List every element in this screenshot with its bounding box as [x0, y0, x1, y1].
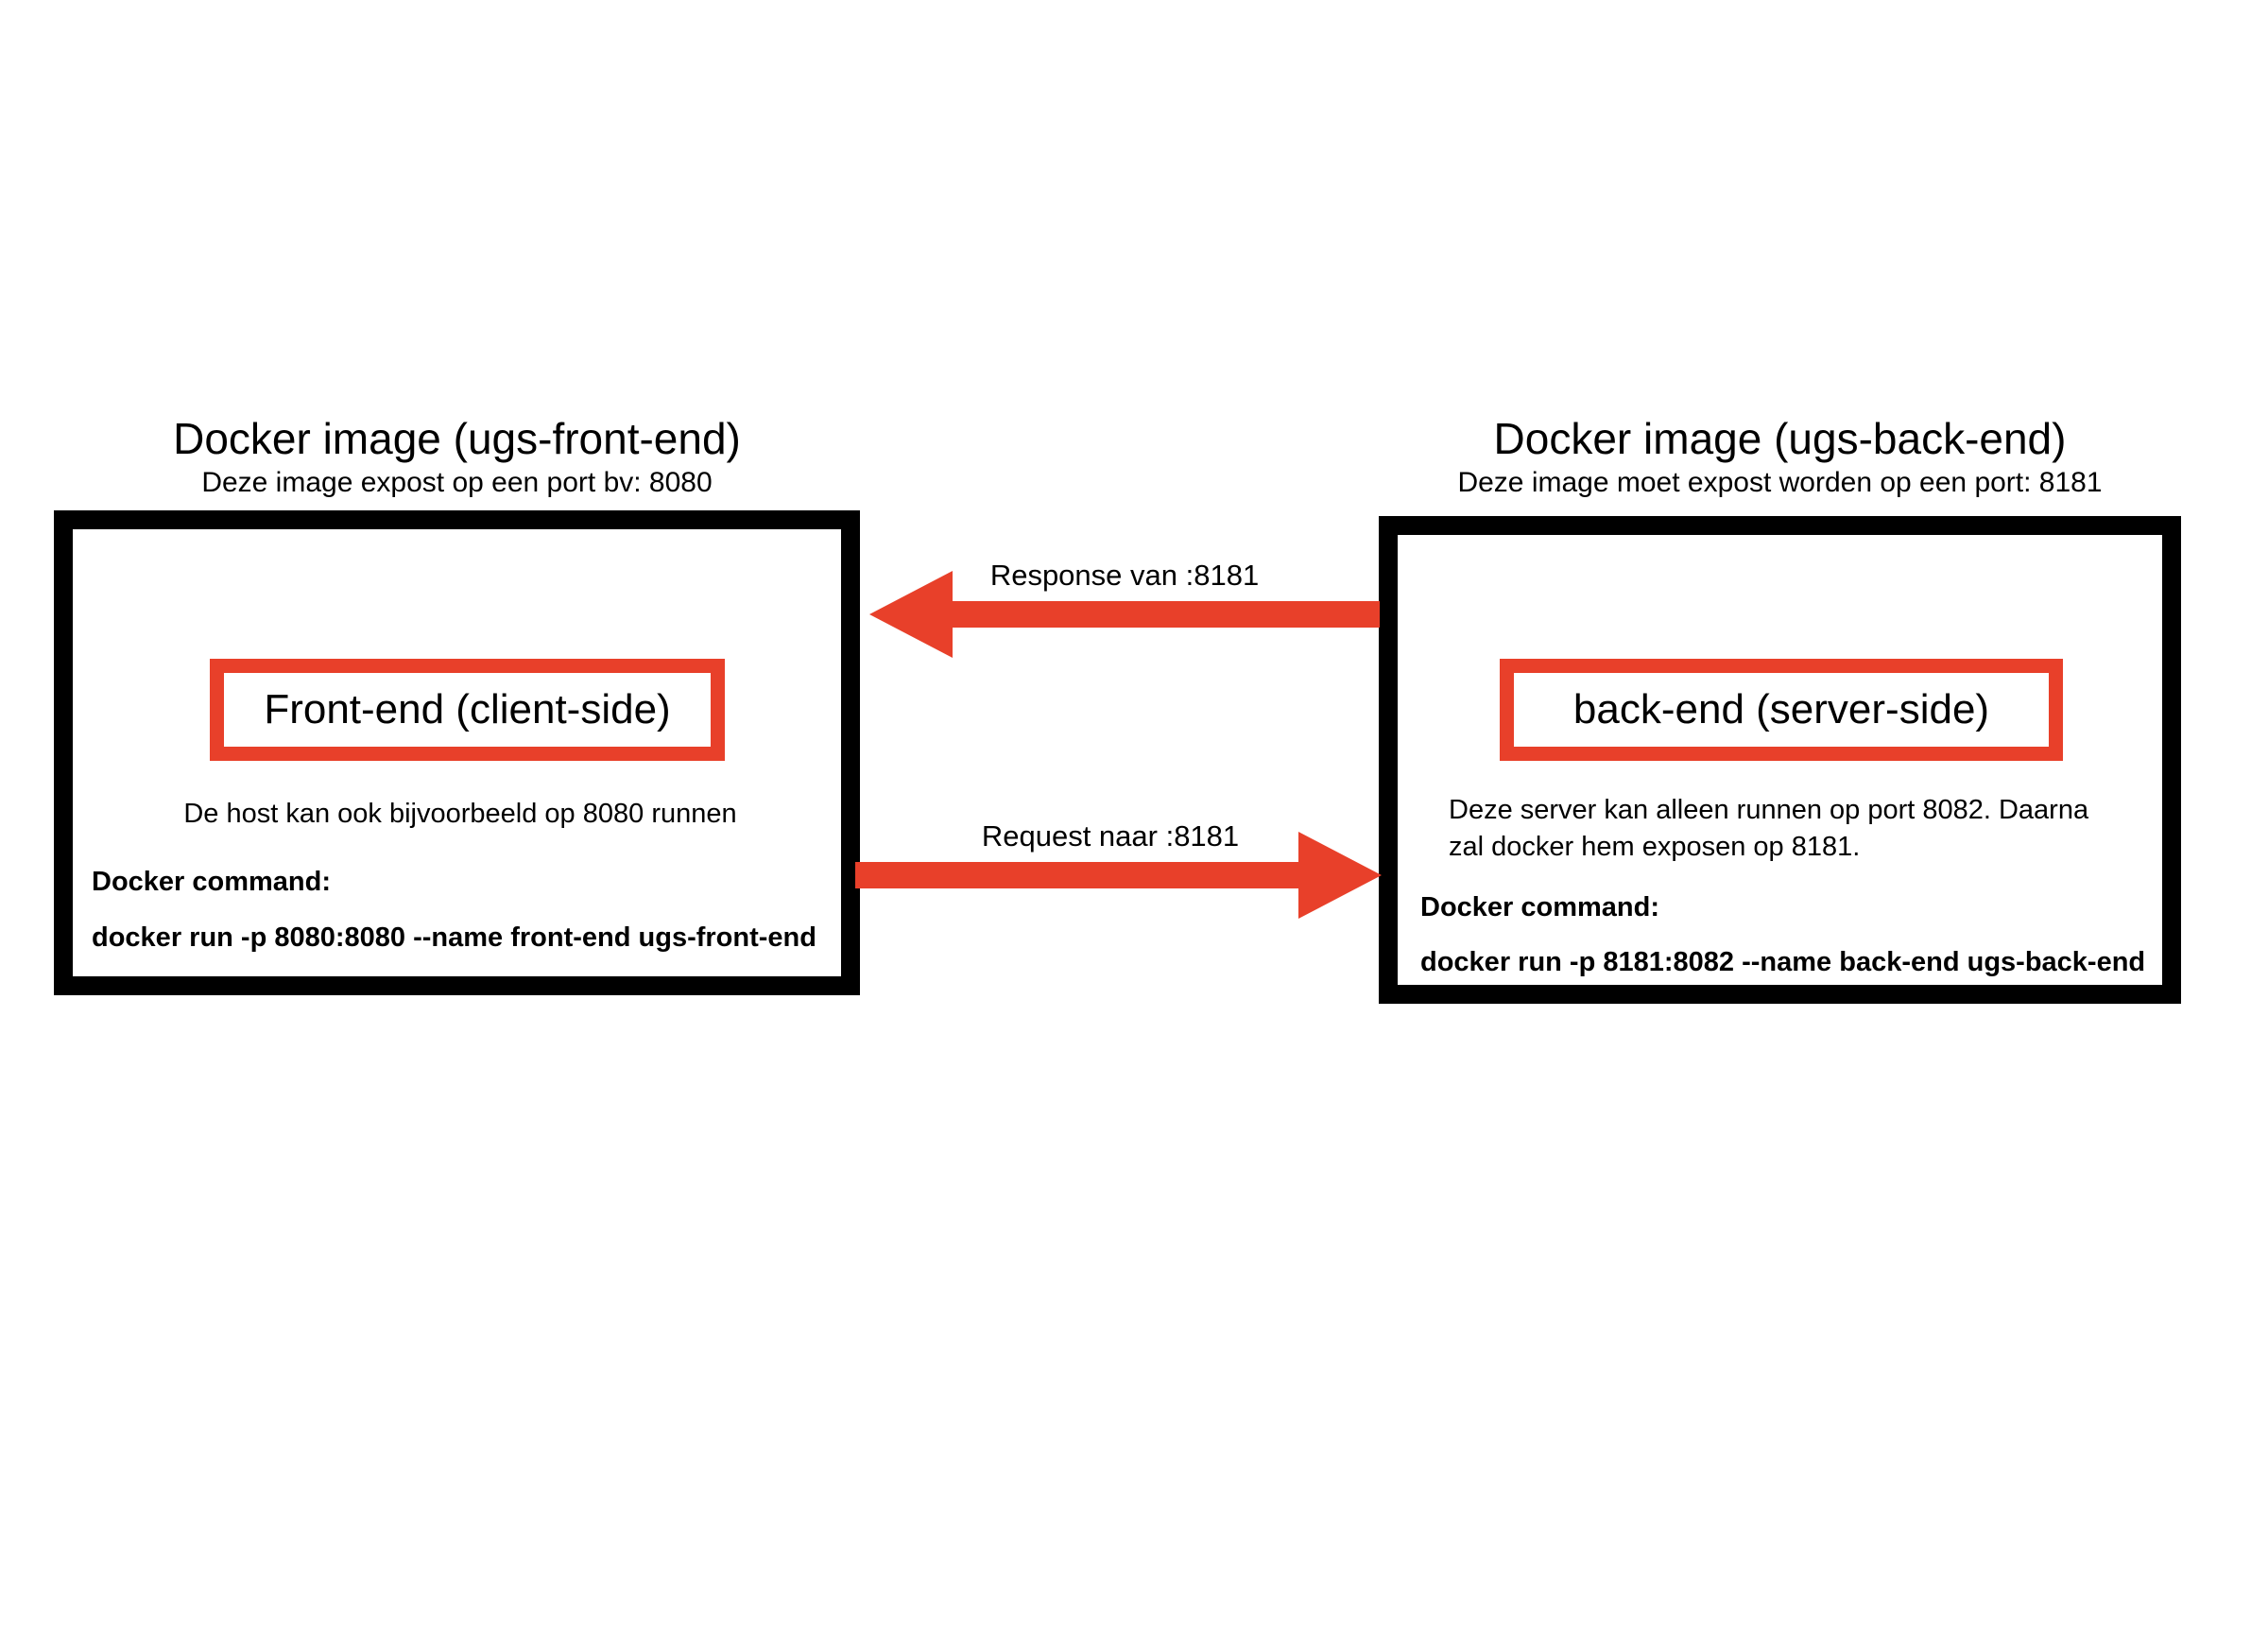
frontend-role-label-text: Front-end (client-side)	[264, 686, 671, 732]
frontend-image-title: Docker image (ugs-front-end)	[173, 414, 741, 463]
backend-server-note-line2: zal docker hem exposen op 8181.	[1449, 832, 1861, 862]
request-arrow-label: Request naar :8181	[981, 819, 1240, 853]
frontend-host-note: De host kan ook bijvoorbeeld op 8080 run…	[183, 799, 737, 829]
response-arrow-left-icon	[869, 571, 1380, 658]
backend-server-note-line1: Deze server kan alleen runnen op port 80…	[1449, 795, 2089, 825]
backend-role-label-text: back-end (server-side)	[1572, 686, 1990, 732]
backend-docker-command: docker run -p 8181:8082 --name back-end …	[1420, 947, 2146, 977]
backend-image-subtitle: Deze image moet expost worden op een por…	[1457, 467, 2103, 498]
request-arrow-right-icon	[855, 832, 1382, 919]
frontend-role-label: Front-end (client-side)	[210, 659, 725, 761]
backend-image-title: Docker image (ugs-back-end)	[1493, 414, 2067, 463]
frontend-docker-image-container	[54, 510, 860, 995]
backend-role-label: back-end (server-side)	[1500, 659, 2063, 761]
backend-command-title: Docker command:	[1420, 892, 1660, 922]
frontend-image-subtitle: Deze image expost op een port bv: 8080	[201, 467, 713, 498]
frontend-docker-command: docker run -p 8080:8080 --name front-end…	[92, 922, 816, 953]
response-arrow-label: Response van :8181	[989, 559, 1260, 592]
frontend-command-title: Docker command:	[92, 867, 332, 897]
